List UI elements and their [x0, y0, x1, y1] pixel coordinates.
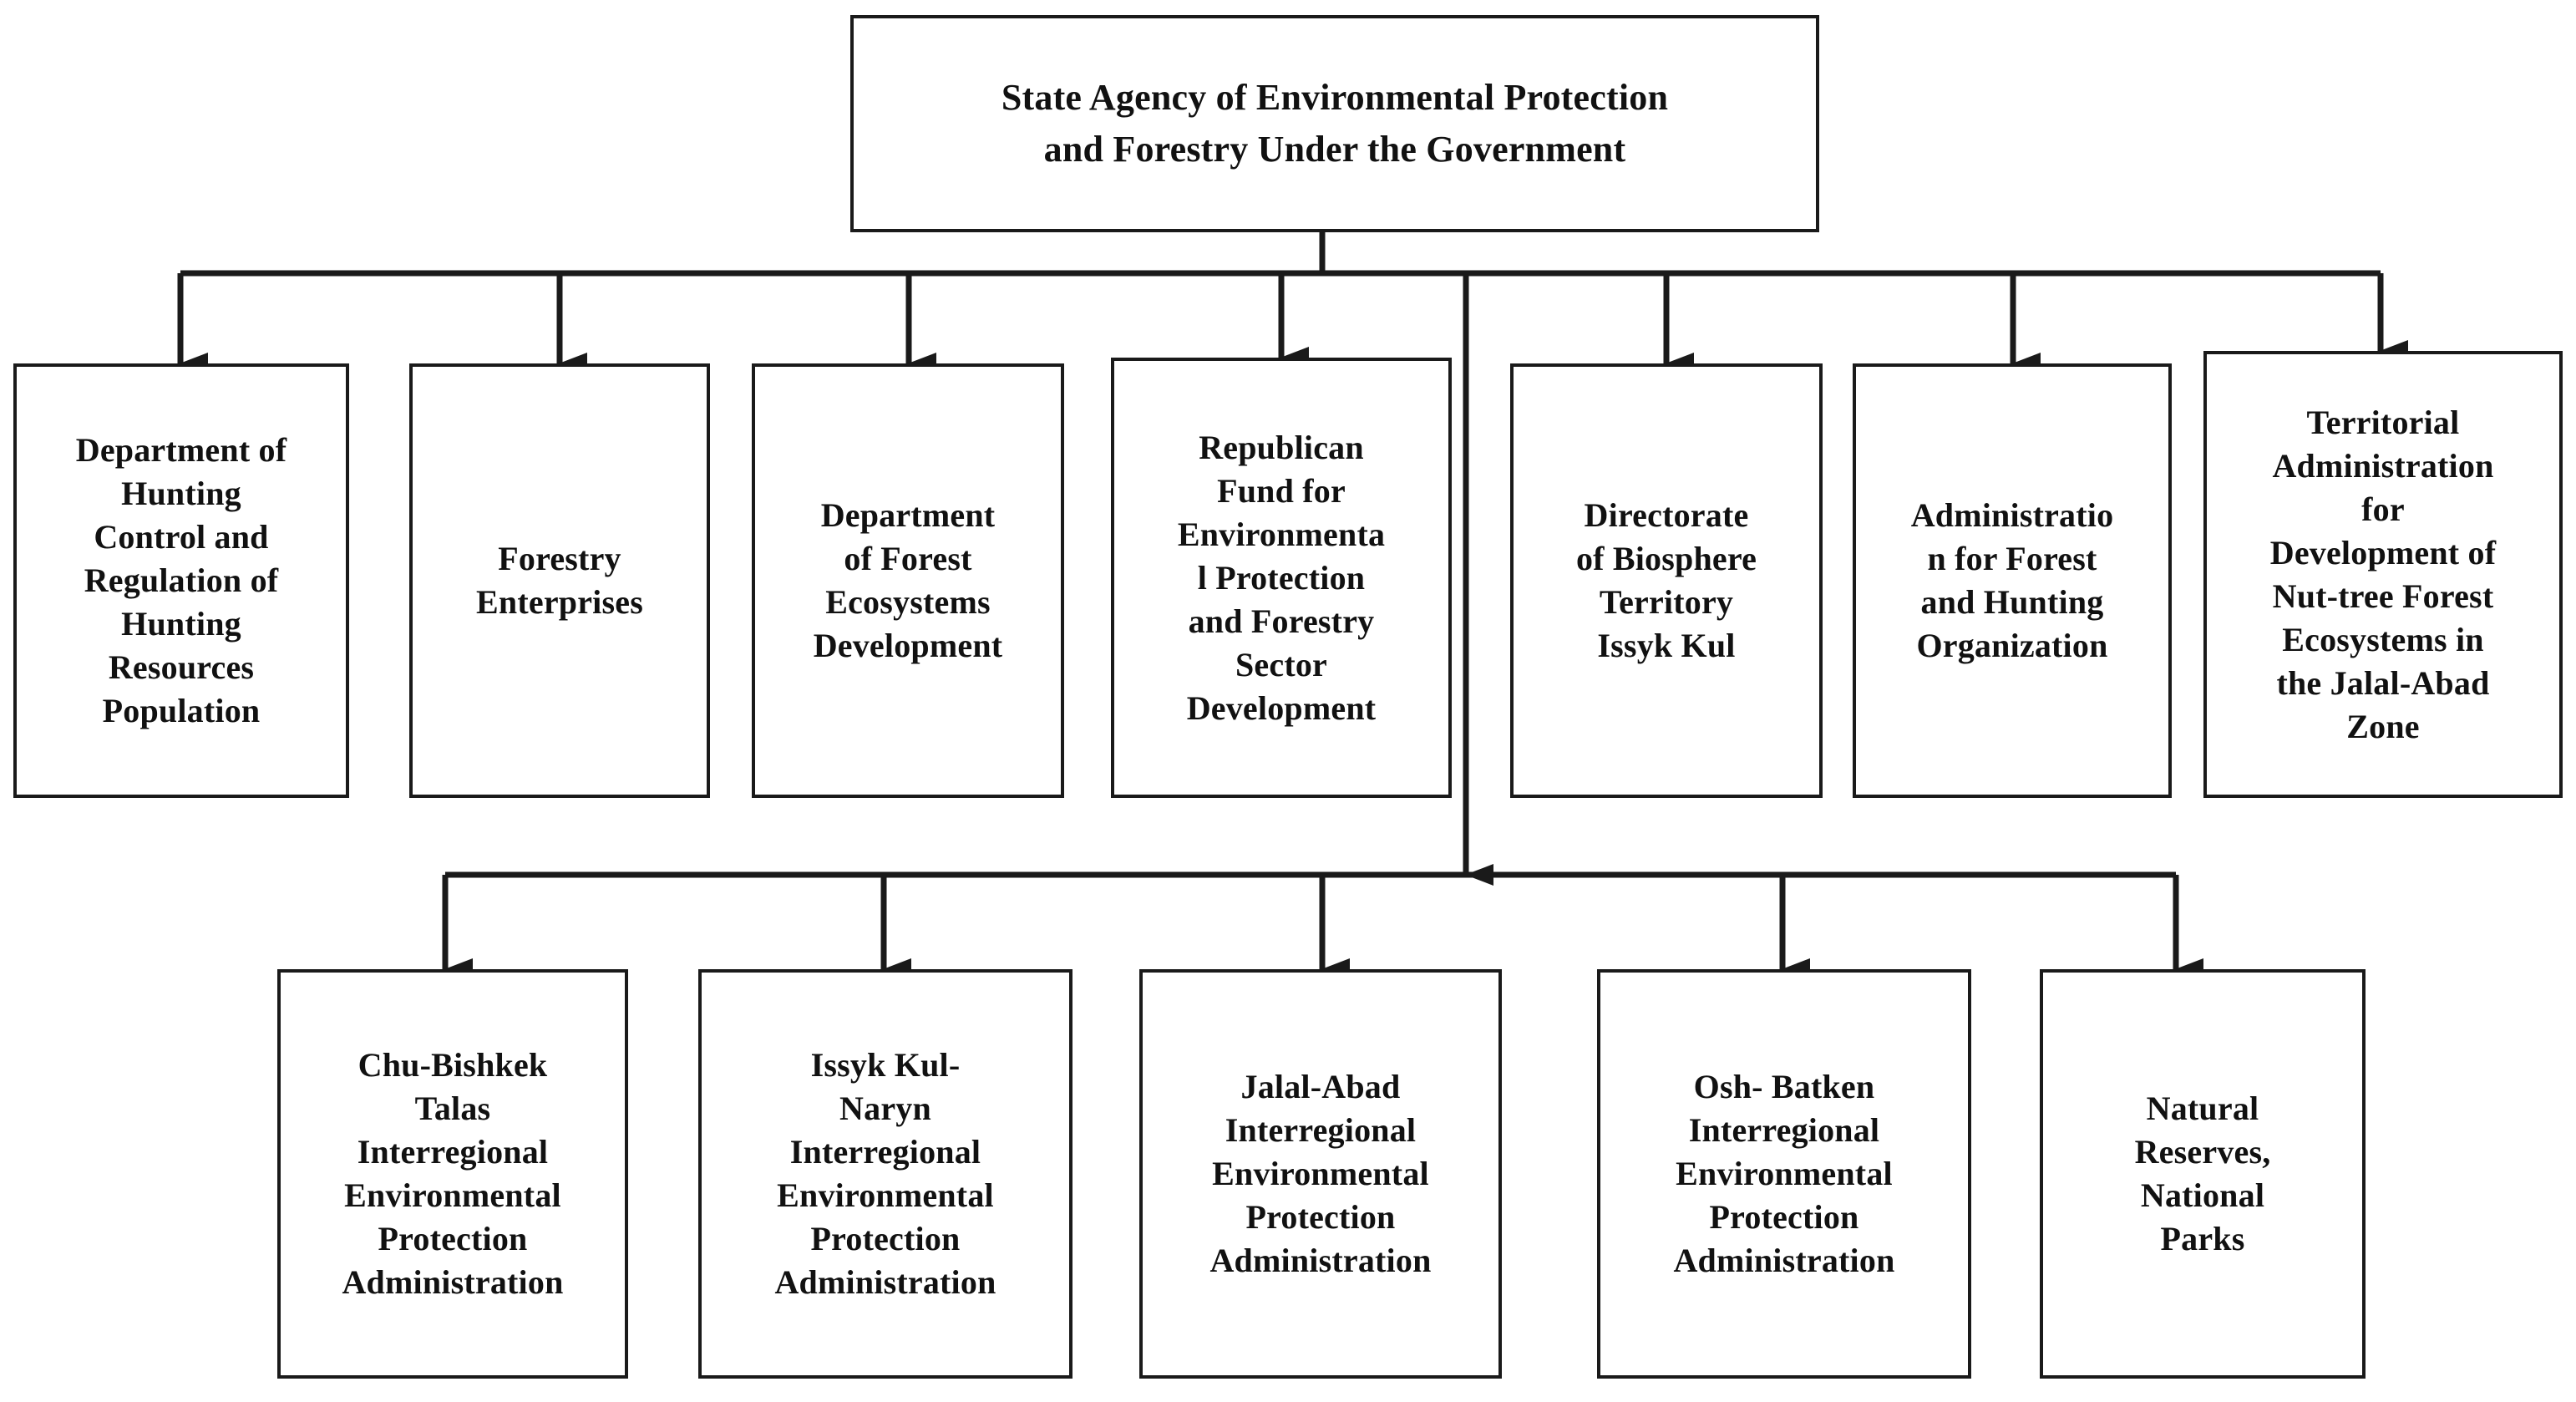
- org-node-dept-hunting-control[interactable]: Department of Hunting Control and Regula…: [13, 363, 349, 798]
- org-node-jalal-abad[interactable]: Jalal-Abad Interregional Environmental P…: [1139, 969, 1502, 1379]
- org-node-dept-forest-ecosystems-label: Department of Forest Ecosystems Developm…: [813, 496, 1003, 664]
- org-node-natural-reserves-national-parks-label: Natural Reserves, National Parks: [2134, 1090, 2271, 1257]
- org-node-republican-fund-label: Republican Fund for Environmenta l Prote…: [1177, 428, 1386, 727]
- org-node-natural-reserves-national-parks[interactable]: Natural Reserves, National Parks: [2040, 969, 2366, 1379]
- org-node-directorate-biosphere-issyk-kul[interactable]: Directorate of Biosphere Territory Issyk…: [1510, 363, 1823, 798]
- org-node-root-label: State Agency of Environmental Protection…: [1001, 76, 1669, 170]
- org-node-forestry-enterprises-label: Forestry Enterprises: [476, 540, 643, 621]
- org-node-root[interactable]: State Agency of Environmental Protection…: [850, 15, 1819, 232]
- org-node-dept-forest-ecosystems[interactable]: Department of Forest Ecosystems Developm…: [752, 363, 1064, 798]
- org-node-osh-batken-label: Osh- Batken Interregional Environmental …: [1673, 1068, 1895, 1279]
- org-node-chu-bishkek-talas-label: Chu-Bishkek Talas Interregional Environm…: [342, 1046, 564, 1301]
- org-node-republican-fund[interactable]: Republican Fund for Environmenta l Prote…: [1111, 358, 1452, 798]
- org-node-osh-batken[interactable]: Osh- Batken Interregional Environmental …: [1597, 969, 1971, 1379]
- org-node-territorial-admin-nut-tree-label: Territorial Administration for Developme…: [2269, 403, 2497, 745]
- org-node-admin-forest-hunting-org-label: Administratio n for Forest and Hunting O…: [1910, 496, 2114, 664]
- org-node-admin-forest-hunting-org[interactable]: Administratio n for Forest and Hunting O…: [1853, 363, 2172, 798]
- org-node-territorial-admin-nut-tree[interactable]: Territorial Administration for Developme…: [2203, 351, 2563, 798]
- org-node-directorate-biosphere-issyk-kul-label: Directorate of Biosphere Territory Issyk…: [1575, 496, 1757, 664]
- org-node-chu-bishkek-talas[interactable]: Chu-Bishkek Talas Interregional Environm…: [277, 969, 628, 1379]
- org-node-issyk-kul-naryn[interactable]: Issyk Kul- Naryn Interregional Environme…: [698, 969, 1072, 1379]
- org-node-dept-hunting-control-label: Department of Hunting Control and Regula…: [75, 431, 287, 729]
- org-node-jalal-abad-label: Jalal-Abad Interregional Environmental P…: [1209, 1068, 1432, 1279]
- org-node-forestry-enterprises[interactable]: Forestry Enterprises: [409, 363, 710, 798]
- org-node-issyk-kul-naryn-label: Issyk Kul- Naryn Interregional Environme…: [774, 1046, 996, 1301]
